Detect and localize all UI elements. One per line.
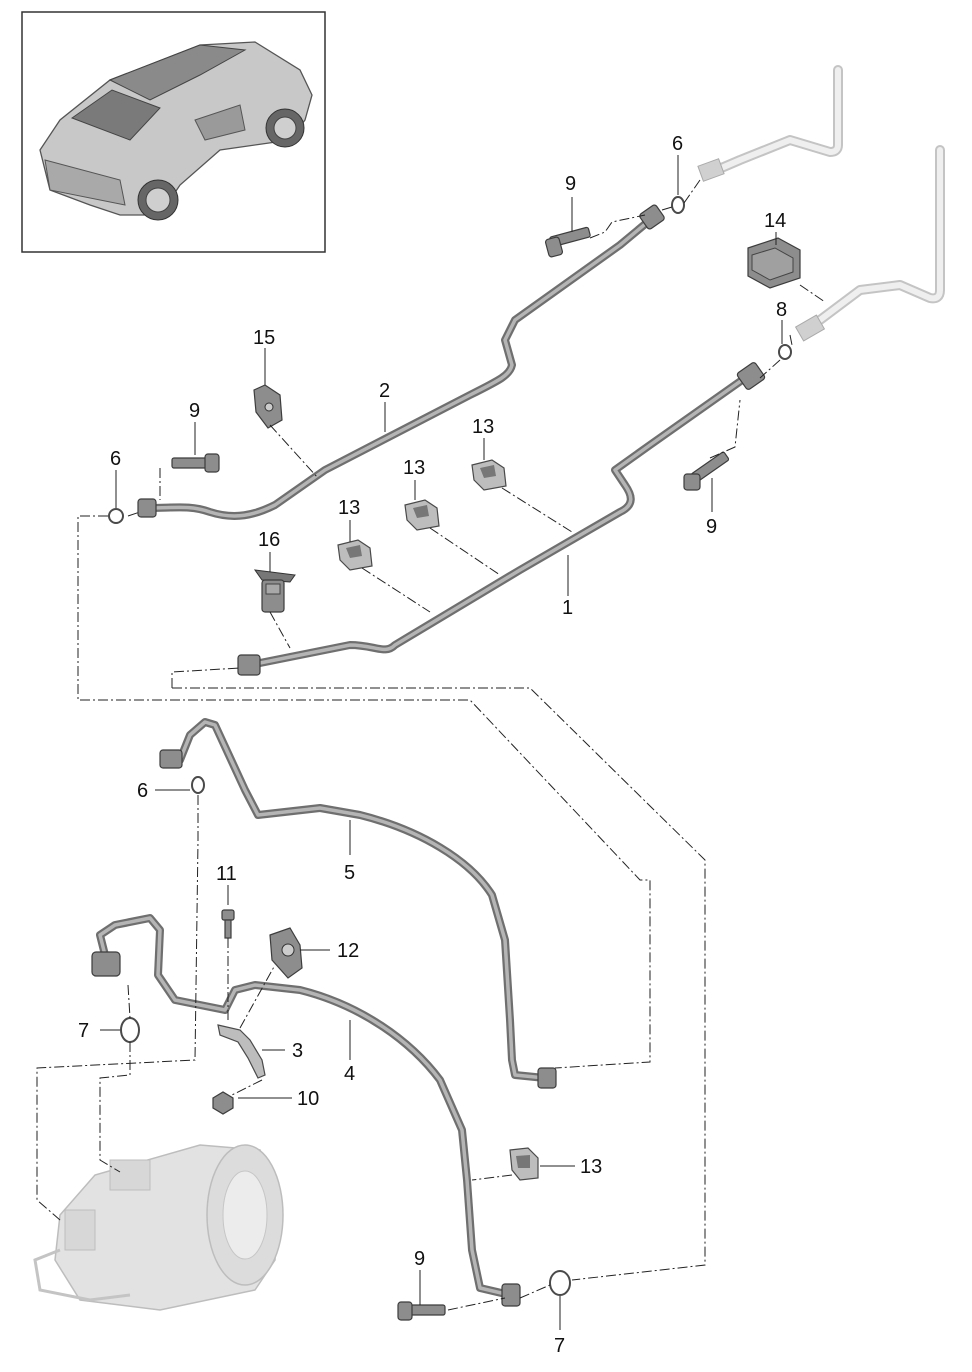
callout-4: 4 (344, 1063, 355, 1085)
callout-16: 16 (258, 529, 280, 551)
callout-3: 3 (292, 1040, 303, 1062)
pipe-2-fitting-left (137, 498, 157, 518)
callout-6-left: 6 (110, 448, 121, 470)
callout-7-left: 7 (78, 1020, 89, 1042)
pipe-5-fitting-bottom (537, 1067, 557, 1089)
callout-8: 8 (776, 299, 787, 321)
clip-13-b (404, 499, 440, 531)
callout-6-mid: 6 (137, 780, 148, 802)
pipe-2 (137, 204, 665, 520)
holder-16 (253, 569, 296, 613)
callout-2: 2 (379, 380, 390, 402)
pipe-1-fitting-right (736, 362, 766, 390)
callout-5: 5 (344, 862, 355, 884)
bolt-9-bottom (397, 1301, 446, 1321)
nut-10 (212, 1091, 234, 1115)
pipe-4 (91, 914, 521, 1307)
pipe-5-fitting-top (159, 749, 183, 769)
bolt-9-top (544, 226, 591, 258)
o-ring-7-left (120, 1017, 140, 1043)
bracket-14 (747, 237, 801, 289)
o-ring-6-left (108, 508, 124, 524)
bolt-11 (221, 909, 235, 939)
callout-9-top: 9 (565, 173, 576, 195)
o-ring-8 (778, 344, 792, 360)
clip-13-d (509, 1147, 539, 1181)
callout-1: 1 (562, 597, 573, 619)
o-ring-6-top (671, 196, 685, 214)
callout-11: 11 (216, 863, 237, 885)
clip-13-c (471, 459, 507, 491)
pipe-5 (159, 718, 557, 1089)
o-ring-6-mid (191, 776, 205, 794)
callout-9-right: 9 (706, 516, 717, 538)
bolt-9-left (171, 453, 220, 473)
pipe-1-fitting-left (237, 654, 261, 676)
bracket-12 (269, 927, 303, 979)
callout-10: 10 (297, 1088, 319, 1110)
leader-lines (100, 155, 783, 1330)
callout-13-b: 13 (403, 457, 425, 479)
pipe-4-fitting-top (91, 951, 121, 977)
bolt-9-right (683, 451, 730, 491)
car-rear-view-icon (39, 41, 313, 221)
callout-9-bottom: 9 (414, 1248, 425, 1270)
callout-14: 14 (764, 210, 786, 232)
callout-15: 15 (253, 327, 275, 349)
callout-9-left: 9 (189, 400, 200, 422)
callout-labels: 9 6 14 8 15 2 9 13 6 13 13 9 16 1 6 5 11… (78, 133, 787, 1357)
callout-12: 12 (337, 940, 359, 962)
pipe-1 (237, 362, 766, 676)
connection-lines (36, 179, 826, 1311)
context-lines (697, 65, 945, 342)
ac-compressor-icon (33, 1144, 284, 1311)
callout-6-top: 6 (672, 133, 683, 155)
holder-15 (253, 384, 283, 429)
callout-13-a: 13 (338, 497, 360, 519)
bracket-3 (217, 1024, 266, 1079)
pipe-2-fitting-right (639, 204, 665, 230)
vehicle-thumbnail (21, 11, 326, 253)
o-ring-7-bottom (549, 1270, 571, 1296)
pipe-4-fitting-bottom (501, 1283, 521, 1307)
callout-13-c: 13 (472, 416, 494, 438)
callout-7-bottom: 7 (554, 1335, 565, 1357)
clip-13-a (337, 539, 373, 571)
callout-13-d: 13 (580, 1156, 602, 1178)
